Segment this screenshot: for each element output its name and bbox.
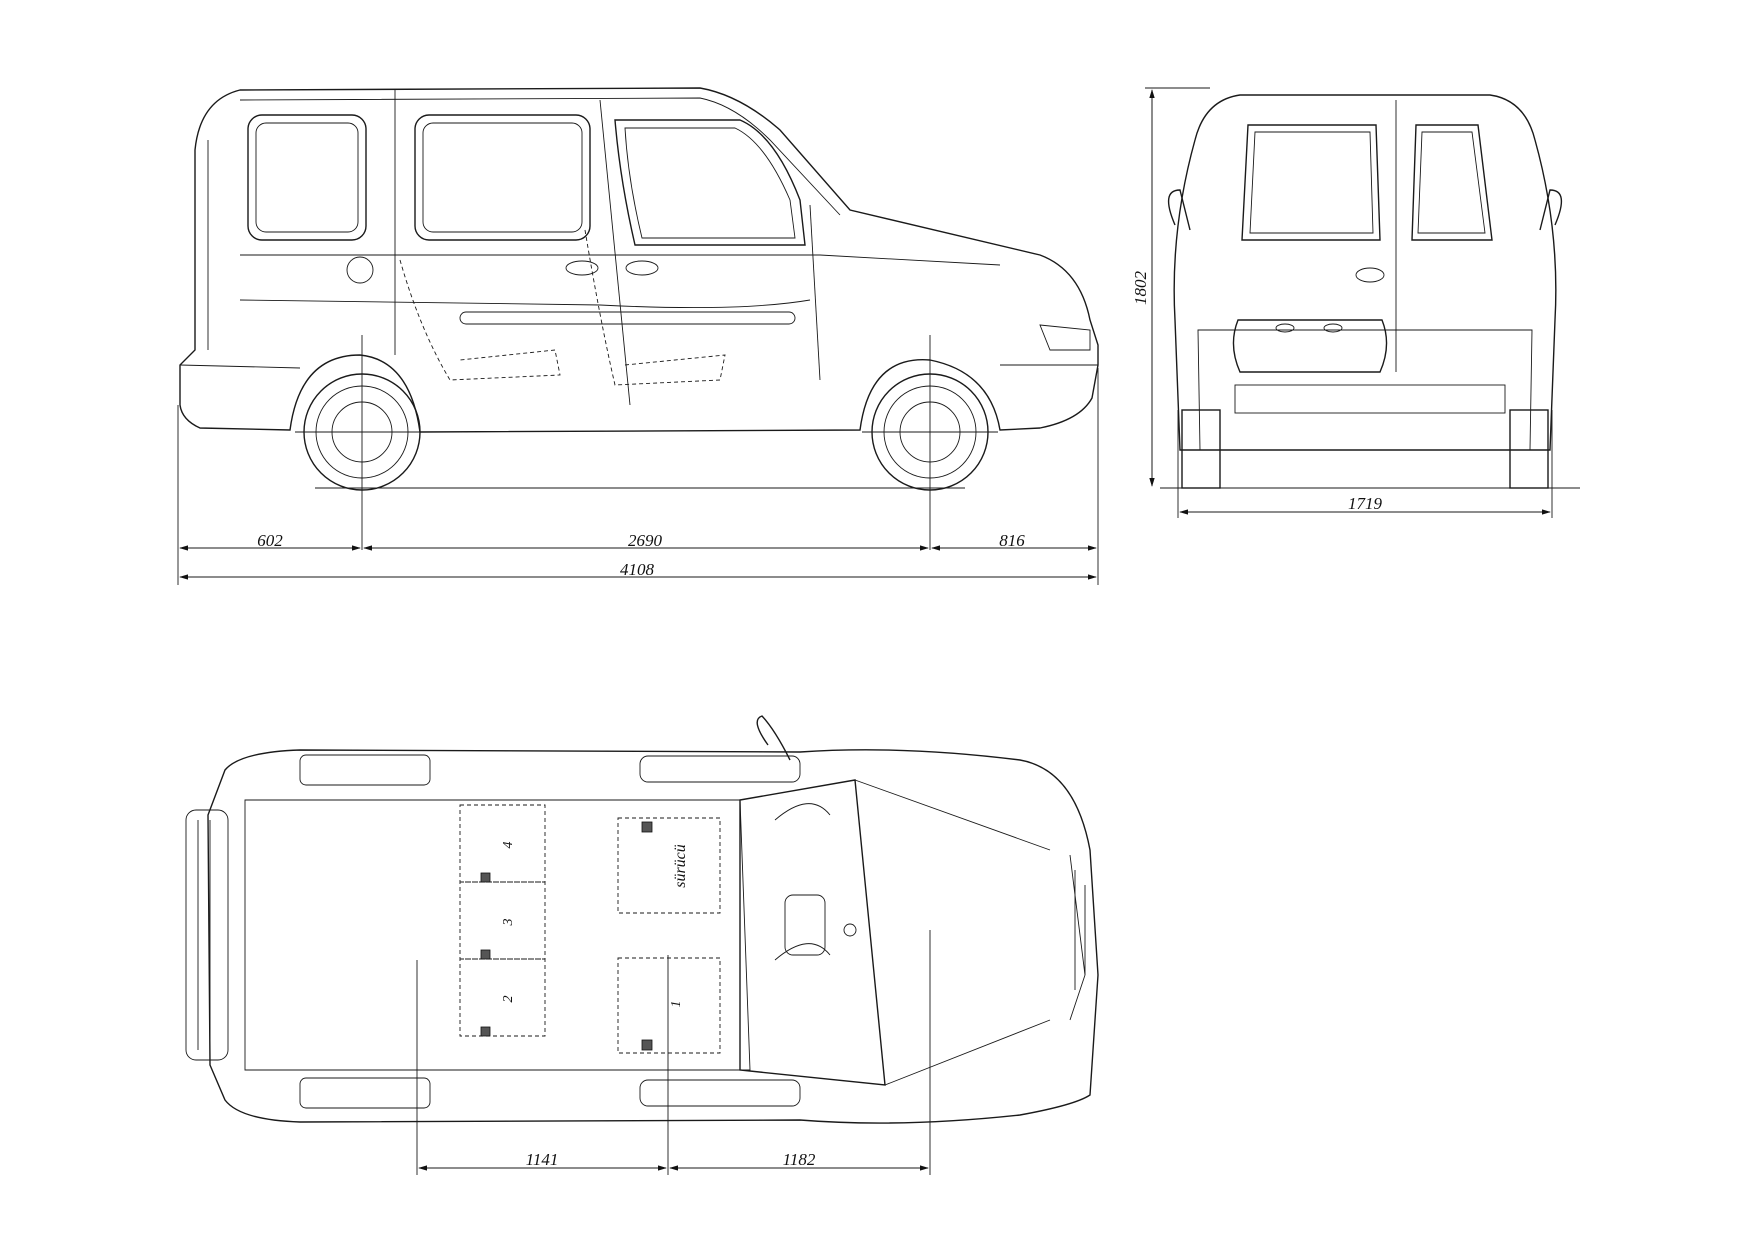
dim-overall-height: 1802: [1131, 271, 1150, 306]
dim-overall-width: 1719: [1348, 494, 1383, 513]
dim-wheelbase: 2690: [628, 531, 663, 550]
rear-bench: 4 3 2: [459, 804, 546, 1037]
front-seats: sürücü 1: [617, 817, 721, 1054]
top-view: 4 3 2 sürücü 1: [185, 715, 1099, 1175]
dim-overall-length: 4108: [620, 560, 655, 579]
dim-rear-overhang: 816: [999, 531, 1025, 550]
seat-2-label: 2: [501, 996, 516, 1003]
side-dimensions: 602 2690 816 4108: [179, 531, 1097, 580]
rear-dimensions: 1802 1719: [1131, 89, 1551, 515]
seat-1-label: 1: [669, 1001, 684, 1008]
dim-front-overhang: 602: [257, 531, 283, 550]
dim-front-seat-to-front-axle: 1182: [783, 1150, 816, 1169]
rear-view: [1145, 87, 1580, 518]
dim-rear-seat-to-front-seat: 1141: [526, 1150, 559, 1169]
top-dimensions: 1141 1182: [418, 1150, 929, 1171]
seat-3-label: 3: [501, 919, 516, 927]
seat-4-label: 4: [501, 842, 516, 849]
side-view: [177, 87, 1099, 585]
driver-seat-label: sürücü: [672, 844, 689, 888]
